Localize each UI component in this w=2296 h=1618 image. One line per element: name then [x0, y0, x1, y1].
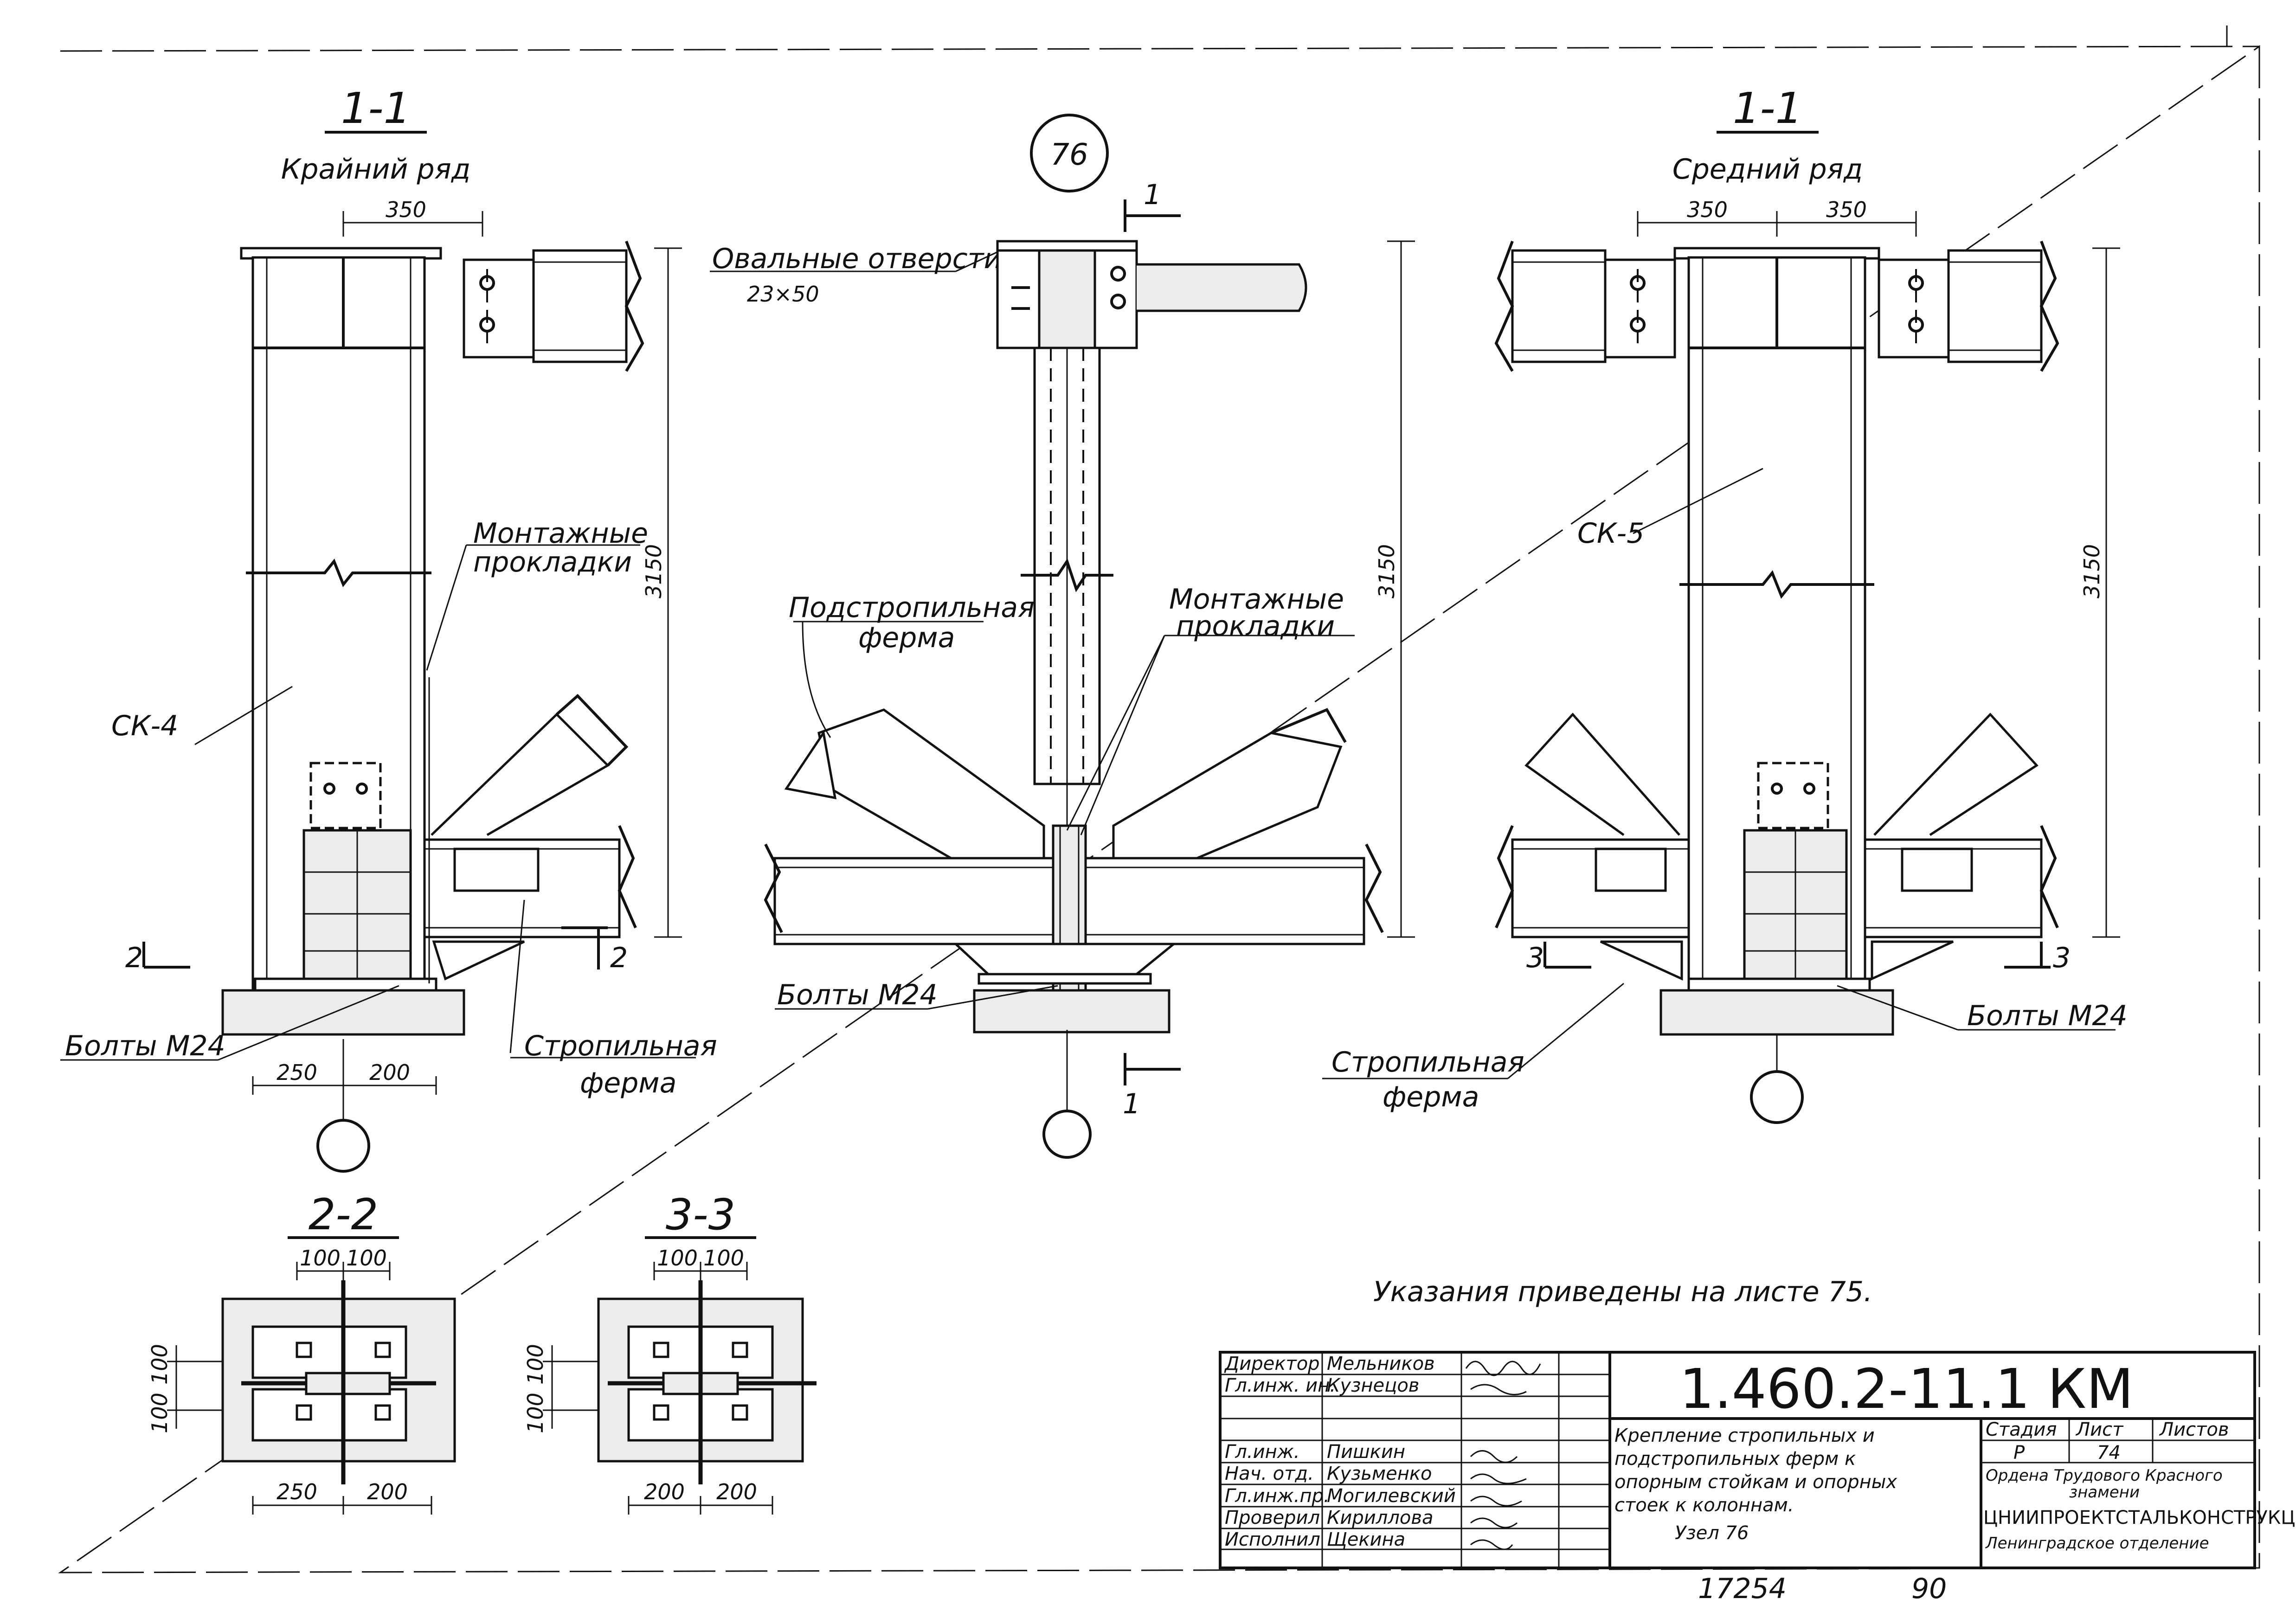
drawing-text: 250: [277, 1479, 317, 1504]
drawing-text: опорным стойкам и опорных: [1614, 1471, 1897, 1493]
drawing-text: 100: [346, 1246, 387, 1271]
drawing-text: 1: [1144, 179, 1161, 211]
drawing-text: 100: [703, 1246, 744, 1271]
drawing-text: ферма: [858, 622, 955, 654]
drawing-text: 100: [300, 1246, 341, 1271]
drawing-text: подстропильных ферм к: [1614, 1448, 1856, 1470]
drawing-text: 2-2: [309, 1190, 378, 1239]
drawing-code: 1.460.2-11.1 КМ: [1679, 1357, 2134, 1421]
drawing-text: Кириллова: [1327, 1507, 1433, 1528]
title-block: Директор Мельников Гл.инж. ин. Кузнецов …: [1219, 1351, 2296, 1569]
drawing-text: 100: [523, 1393, 548, 1433]
drawing-text: Монтажные: [1169, 583, 1344, 616]
drawing-text: 200: [367, 1479, 408, 1504]
section-right-mark: 1-1: [1733, 83, 1802, 133]
bolts-label-right: Болты М24: [1967, 1000, 2128, 1032]
drawing-text: ферма: [1383, 1081, 1479, 1113]
signature-marks: [1465, 1361, 1541, 1550]
drawing-text: Гл.инж.: [1225, 1441, 1299, 1463]
drawing-text: Стропильная: [524, 1030, 717, 1062]
drawing-text: Директор: [1224, 1353, 1320, 1374]
drawing-text: Гл.инж. ин.: [1225, 1375, 1336, 1396]
drawing-text: прокладки: [1176, 610, 1335, 642]
section-right-subtitle: Средний ряд: [1672, 153, 1863, 186]
drawing-text: 350: [1687, 197, 1728, 222]
drawing-text: Исполнил: [1225, 1529, 1320, 1550]
stage-value: Р: [2013, 1442, 2025, 1464]
drawing-text: Ордена Трудового Красного: [1986, 1466, 2223, 1485]
drawing-text: 250: [277, 1060, 317, 1085]
drawing-text: 3: [2053, 942, 2071, 974]
oval-holes-label: Овальные отверстия: [712, 243, 1019, 275]
drawing-text: Щекина: [1327, 1529, 1405, 1550]
section-left-mark: 1-1: [341, 83, 411, 133]
drawing-text: 3: [1526, 942, 1544, 974]
drawing-text: прокладки: [473, 546, 632, 578]
drawing-text: знамени: [2069, 1483, 2140, 1502]
drawing-text: 100: [147, 1393, 172, 1433]
section-left-subtitle: Крайний ряд: [281, 153, 470, 186]
drawing-text: 3150: [641, 544, 666, 598]
drawing-text: Кузнецов: [1327, 1375, 1419, 1396]
drawing-text: стоек к колоннам.: [1614, 1495, 1794, 1516]
sub-truss-label: Подстропильная: [789, 591, 1035, 624]
drawing-text: 200: [716, 1479, 757, 1504]
drawing-text: 1: [1123, 1088, 1140, 1120]
column-label-ck4: СК-4: [111, 710, 178, 742]
axis-bubble-left: [316, 1119, 370, 1173]
general-note: Указания приведены на листе 75.: [1373, 1276, 1872, 1308]
drawing-text: Кузьменко: [1327, 1463, 1432, 1484]
drawing-text: Гл.инж.пр.: [1225, 1485, 1330, 1507]
section-left: 1-1 Крайний ряд 350: [60, 83, 717, 1173]
drawing-text: 2: [610, 942, 628, 974]
drawing-text: 200: [644, 1479, 685, 1504]
drawing-text: 100: [657, 1246, 698, 1271]
plan-3-3: 3-3 100 100 100 100 200 200: [523, 1190, 817, 1515]
drawing-text: Крепление стропильных и: [1614, 1425, 1875, 1446]
drawing-text: 350: [386, 197, 426, 222]
column-label-ck5: СК-5: [1577, 517, 1644, 550]
drawing-text: Листов: [2159, 1419, 2229, 1440]
bolts-label-left: Болты М24: [65, 1030, 225, 1062]
drawing-text: Лист: [2075, 1419, 2124, 1440]
bolts-label-center: Болты М24: [777, 979, 938, 1011]
drawing-text: Стадия: [1986, 1419, 2057, 1440]
axis-bubble-center: [1042, 1110, 1092, 1159]
drawing-text: 200: [369, 1060, 410, 1085]
drawing-text: Узел 76: [1675, 1522, 1749, 1544]
drawing-text: Проверил: [1225, 1507, 1320, 1528]
drawing-text: 3150: [1374, 544, 1399, 598]
drawing-text: Монтажные: [473, 517, 648, 550]
section-center: Овальные отверстия 23×50 1: [710, 179, 1415, 1159]
drawing-text: 350: [1826, 197, 1867, 222]
drawing-text: Ленинградское отделение: [1985, 1534, 2209, 1553]
drawing-text: 2: [125, 942, 143, 974]
drawing-text: ферма: [580, 1067, 676, 1099]
drawing-text: 23×50: [747, 282, 819, 307]
drawing-text: 100: [523, 1344, 548, 1385]
drawing-text: Стропильная: [1331, 1046, 1524, 1079]
drawing-text: Пишкин: [1327, 1441, 1405, 1463]
node-badge: 76: [1030, 114, 1109, 193]
drawing-text: 3-3: [666, 1190, 735, 1239]
sheet-number: 74: [2097, 1442, 2121, 1464]
drawing-text: Мельников: [1327, 1353, 1435, 1374]
page-number: 90: [1911, 1573, 1947, 1605]
drawing-text: 100: [147, 1344, 172, 1385]
drawing-text: ЦНИИПРОЕКТСТАЛЬКОНСТРУКЦИЯ: [1983, 1507, 2296, 1528]
plan-2-2: 2-2 100 100 100 100 250 200: [147, 1190, 456, 1515]
drawing-text: 3150: [2079, 544, 2104, 598]
archive-number: 17254: [1698, 1573, 1787, 1605]
section-right: 1-1 Средний ряд 350 350: [1322, 83, 2128, 1124]
axis-bubble-right: [1750, 1070, 1804, 1124]
drawing-text: Нач. отд.: [1225, 1463, 1314, 1484]
drawing-text: 76: [1050, 138, 1088, 172]
drawing-text: Могилевский: [1327, 1485, 1456, 1507]
